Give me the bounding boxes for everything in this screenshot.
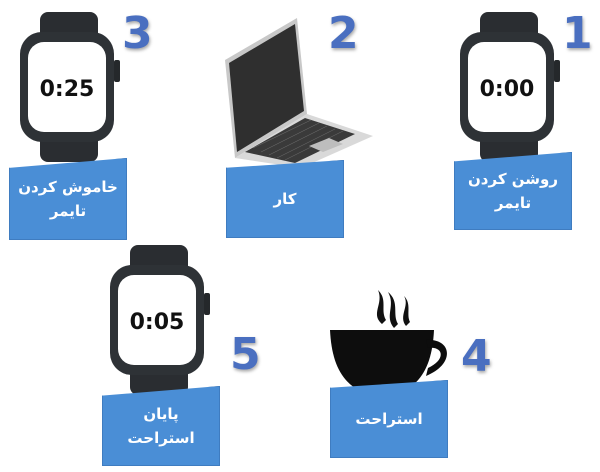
smartwatch-icon: 0:25 [20,12,120,162]
smartwatch-icon: 0:05 [110,245,210,395]
step-5-time: 0:05 [130,310,185,335]
smartwatch-icon: 0:00 [460,12,560,162]
coffee-cup-icon [330,290,448,398]
step-2-label: کار [226,160,344,238]
step-1-time: 0:00 [480,77,535,102]
step-1-number: 1 [562,8,593,59]
step-4-label: استراحت [330,380,448,458]
step-5-label: پایان استراحت [102,386,220,466]
step-3-label: خاموش کردن تایمر [9,158,127,240]
step-4-number: 4 [461,331,492,382]
step-5-number: 5 [230,329,261,380]
step-2-number: 2 [328,8,359,59]
step-3-number: 3 [122,8,153,59]
step-1-label: روشن کردن تایمر [454,152,572,230]
laptop-icon [225,18,373,168]
step-3-time: 0:25 [40,77,95,102]
